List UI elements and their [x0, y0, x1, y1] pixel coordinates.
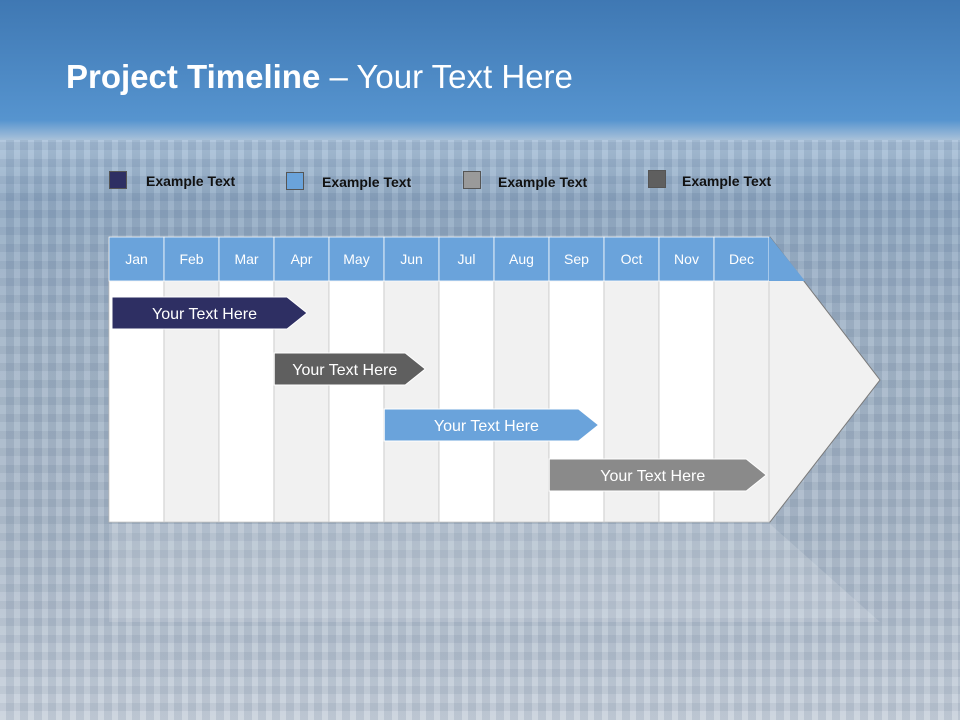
month-label-oct: Oct: [621, 251, 643, 267]
month-header-jan: [108, 236, 165, 282]
task-bar-label-2: Your Text Here: [292, 362, 397, 379]
month-header-feb: [163, 236, 220, 282]
month-header-mar: [218, 236, 275, 282]
month-header-sep: [548, 236, 605, 282]
month-label-mar: Mar: [234, 251, 258, 267]
month-label-may: May: [343, 251, 369, 267]
month-label-jul: Jul: [458, 251, 476, 267]
month-header-nov: [658, 236, 715, 282]
month-header-jun: [383, 236, 440, 282]
task-bar-label-3: Your Text Here: [434, 418, 539, 435]
task-bar-4: [548, 458, 768, 492]
legend-label-2: Example Text: [322, 174, 412, 190]
legend-swatch-1: [109, 171, 127, 189]
legend-swatch-3: [463, 171, 481, 189]
legend-label-3: Example Text: [498, 174, 588, 190]
task-bar-3: [383, 408, 600, 442]
month-column-jun: [383, 280, 440, 523]
legend-swatch-4: [648, 170, 666, 188]
month-label-dec: Dec: [729, 251, 754, 267]
task-bar-label-1: Your Text Here: [152, 306, 257, 323]
month-column-may: [328, 280, 385, 523]
title-bold: Project Timeline: [66, 58, 321, 95]
header-arrow-tip: [769, 237, 805, 281]
month-header-jul: [438, 236, 495, 282]
slide-title: Project Timeline – Your Text Here: [66, 58, 573, 96]
title-rest: – Your Text Here: [320, 58, 573, 95]
month-header-oct: [603, 236, 660, 282]
month-column-jul: [438, 280, 495, 523]
task-bar-2: [273, 352, 427, 386]
legend-swatch-2: [286, 172, 304, 190]
task-bar-label-4: Your Text Here: [600, 468, 705, 485]
month-header-aug: [493, 236, 550, 282]
month-column-aug: [493, 280, 550, 523]
month-label-sep: Sep: [564, 251, 589, 267]
month-header-apr: [273, 236, 330, 282]
month-label-jan: Jan: [125, 251, 148, 267]
task-bar-1: [111, 296, 308, 330]
month-label-feb: Feb: [179, 251, 203, 267]
month-label-nov: Nov: [674, 251, 699, 267]
month-label-jun: Jun: [400, 251, 423, 267]
legend-label-4: Example Text: [682, 173, 772, 189]
legend-label-1: Example Text: [146, 173, 236, 189]
month-label-apr: Apr: [291, 251, 313, 267]
month-header-may: [328, 236, 385, 282]
chart-reflection: [109, 524, 880, 622]
month-label-aug: Aug: [509, 251, 534, 267]
